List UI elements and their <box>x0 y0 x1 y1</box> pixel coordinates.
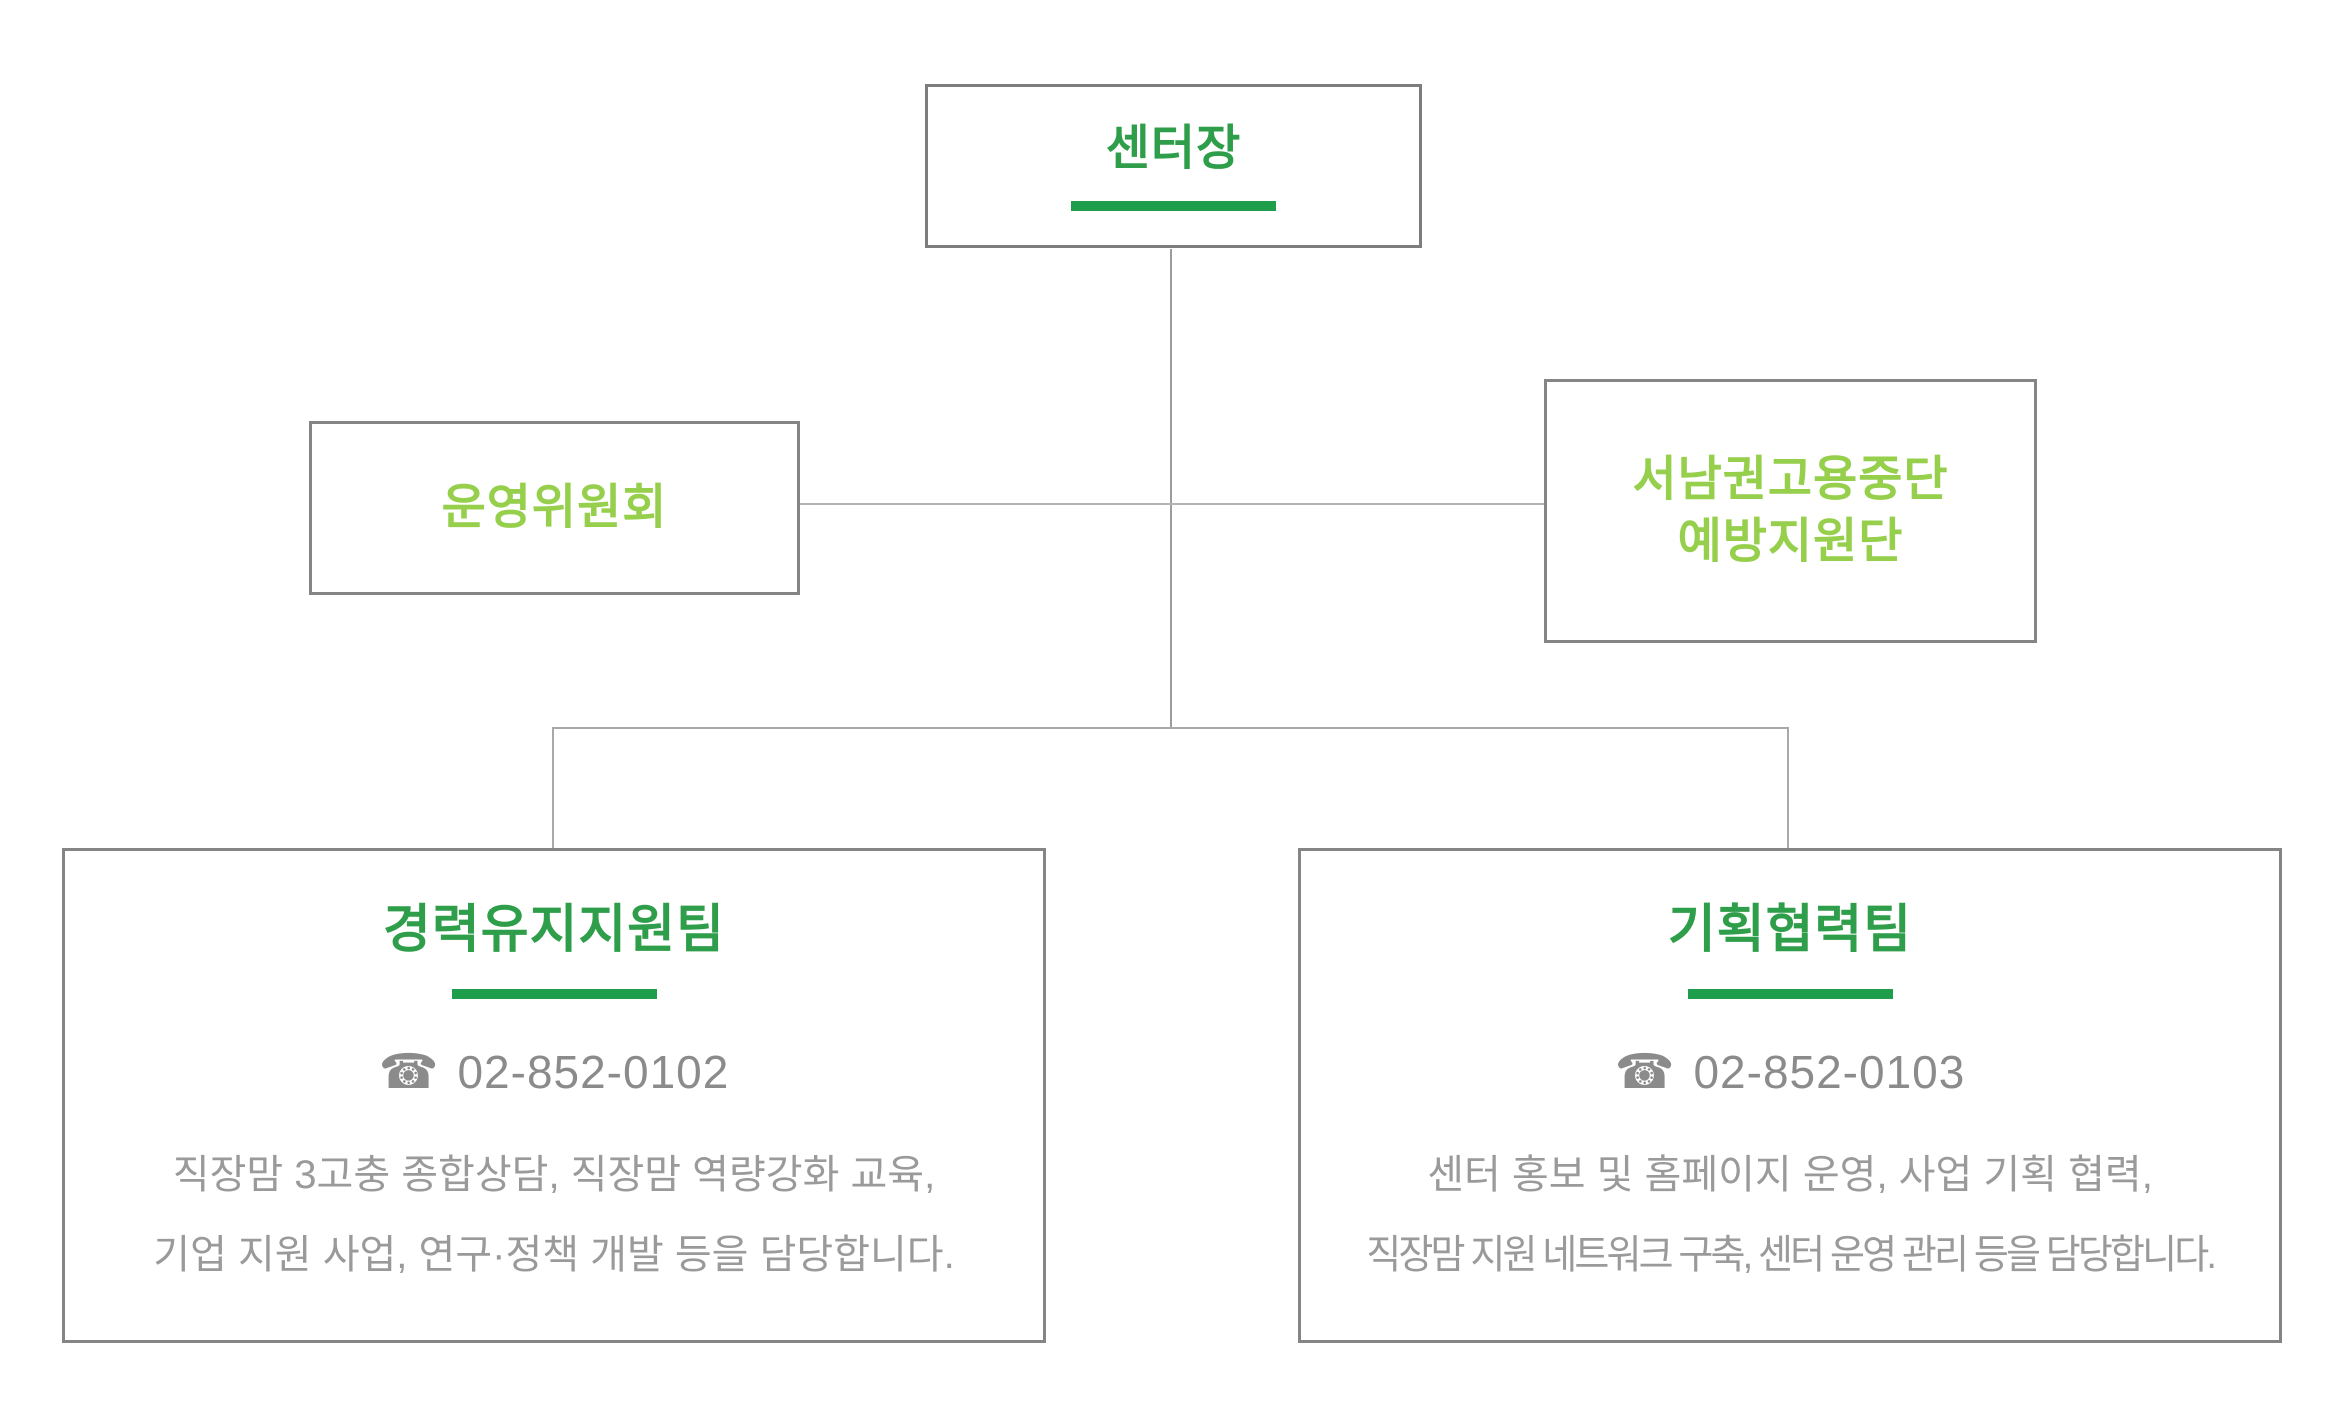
support-group-title-line2: 예방지원단 <box>1677 515 1904 568</box>
org-box-operating-committee: 운영위원회 <box>309 421 800 595</box>
connector-root-vertical <box>1170 249 1172 728</box>
telephone-icon: ☎ <box>378 1043 440 1100</box>
phone-number: 02-852-0102 <box>457 1045 730 1098</box>
team-description-line2: 직장맘 지원 네트워크 구축, 센터 운영 관리 등을 담당합니다. <box>1366 1232 2217 1277</box>
title-underline-bar <box>451 988 657 999</box>
operating-committee-title: 운영위원회 <box>441 480 668 534</box>
support-group-title-line1: 서남권고용중단 <box>1632 452 1949 506</box>
team-name: 경력유지지원팀 <box>383 901 725 959</box>
connector-team-left-drop <box>552 727 554 849</box>
connector-team-right-drop <box>1787 727 1789 849</box>
connector-teams-horizontal <box>552 727 1789 729</box>
center-director-title: 센터장 <box>1105 122 1242 176</box>
org-box-planning-cooperation-team: 기획협력팀 ☎ 02-852-0103 센터 홍보 및 홈페이지 운영, 사업 … <box>1298 848 2282 1343</box>
team-description-line2: 기업 지원 사업, 연구·정책 개발 등을 담당합니다. <box>153 1232 955 1277</box>
org-box-center-director: 센터장 <box>925 84 1422 248</box>
phone-number-row: ☎ 02-852-0103 <box>1615 1045 1966 1099</box>
title-underline-bar <box>1687 988 1893 999</box>
phone-number: 02-852-0103 <box>1693 1045 1966 1098</box>
title-underline-bar <box>1071 200 1276 211</box>
team-description-line1: 직장맘 3고충 종합상담, 직장맘 역량강화 교육, <box>172 1152 936 1197</box>
org-box-career-support-team: 경력유지지원팀 ☎ 02-852-0102 직장맘 3고충 종합상담, 직장맘 … <box>62 848 1046 1343</box>
phone-number-row: ☎ 02-852-0102 <box>379 1045 730 1099</box>
telephone-icon: ☎ <box>1614 1043 1676 1100</box>
team-description-line1: 센터 홍보 및 홈페이지 운영, 사업 기획 협력, <box>1427 1152 2153 1197</box>
connector-committees-horizontal <box>800 503 1546 505</box>
team-name: 기획협력팀 <box>1667 901 1913 959</box>
org-box-prevention-support-group: 서남권고용중단 예방지원단 <box>1544 379 2037 643</box>
